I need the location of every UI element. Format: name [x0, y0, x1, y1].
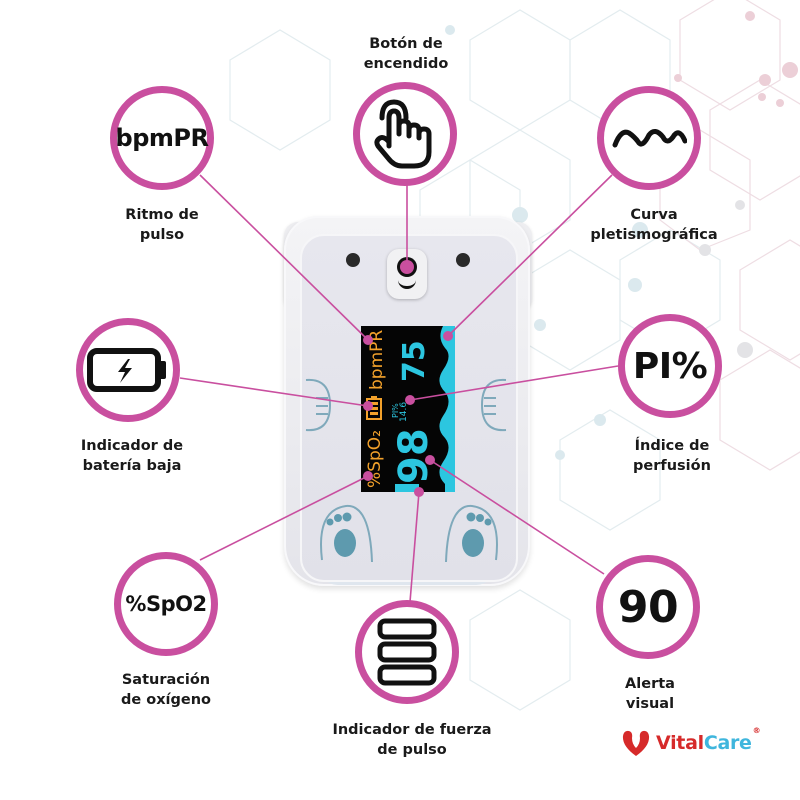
device-oled-display: bpmPR 75 PI% 14.6 %SpO₂ 98 — [361, 326, 455, 492]
pulse-rate-feature-circle: bpmPR — [110, 86, 214, 190]
bear-paw-right-icon — [445, 504, 498, 563]
pulse-bars-icon — [377, 618, 437, 686]
display-battery-icon — [366, 396, 382, 420]
pleth-curve-label: Curva pletismográfica — [590, 207, 718, 243]
pointing-hand-icon — [374, 99, 432, 169]
heart-v-logo-icon — [622, 730, 650, 756]
spo2-feature-circle: %SpO2 — [114, 552, 218, 656]
vitalcare-logo: VitalCare® — [620, 726, 761, 758]
display-bpm-label: bpmPR — [367, 329, 387, 390]
ninety-icon-text: 90 — [617, 581, 679, 633]
display-bpm-value: 75 — [397, 340, 432, 382]
low-battery-label: Indicador de batería baja — [80, 438, 184, 474]
low-battery-feature-circle — [76, 318, 180, 422]
device-power-button[interactable] — [387, 249, 427, 299]
power-button-feature-circle — [353, 82, 457, 186]
bear-eye-right — [456, 253, 470, 267]
bear-smile — [398, 277, 416, 289]
visual-alert-label: Alerta visual — [625, 676, 675, 712]
bear-eye-left — [346, 253, 360, 267]
battery-charging-icon — [87, 348, 166, 392]
pulse-strength-feature-circle — [355, 600, 459, 704]
display-pi-value: 14.6 — [399, 401, 409, 422]
pulse-rate-label: Ritmo de pulso — [125, 207, 199, 243]
power-button-label: Botón de encendido — [363, 36, 449, 72]
pulse-strength-label: Indicador de fuerza de pulso — [332, 722, 492, 758]
pi-percent-icon-text: PI% — [632, 345, 708, 387]
display-spo2-label: %SpO₂ — [365, 430, 385, 488]
bear-paw-left-icon — [320, 504, 373, 563]
bpmpr-icon-text: bpmPR — [115, 124, 209, 152]
brand-name: VitalCare® — [656, 726, 761, 754]
perfusion-index-label: Índice de perfusión — [633, 438, 711, 474]
spo2-icon-text: %SpO2 — [125, 592, 207, 616]
bear-arm-right-icon — [480, 378, 507, 432]
bear-arm-left-icon — [305, 378, 332, 432]
display-spo2-value: 98 — [391, 428, 437, 484]
pleth-curve-feature-circle — [597, 86, 701, 190]
visual-alert-feature-circle: 90 — [596, 555, 700, 659]
perfusion-index-feature-circle: PI% — [618, 314, 722, 418]
power-button-dot — [400, 260, 414, 274]
spo2-label: Saturación de oxígeno — [120, 672, 212, 708]
display-pulse-strength-bar — [395, 484, 419, 492]
waveform-icon — [612, 129, 687, 148]
